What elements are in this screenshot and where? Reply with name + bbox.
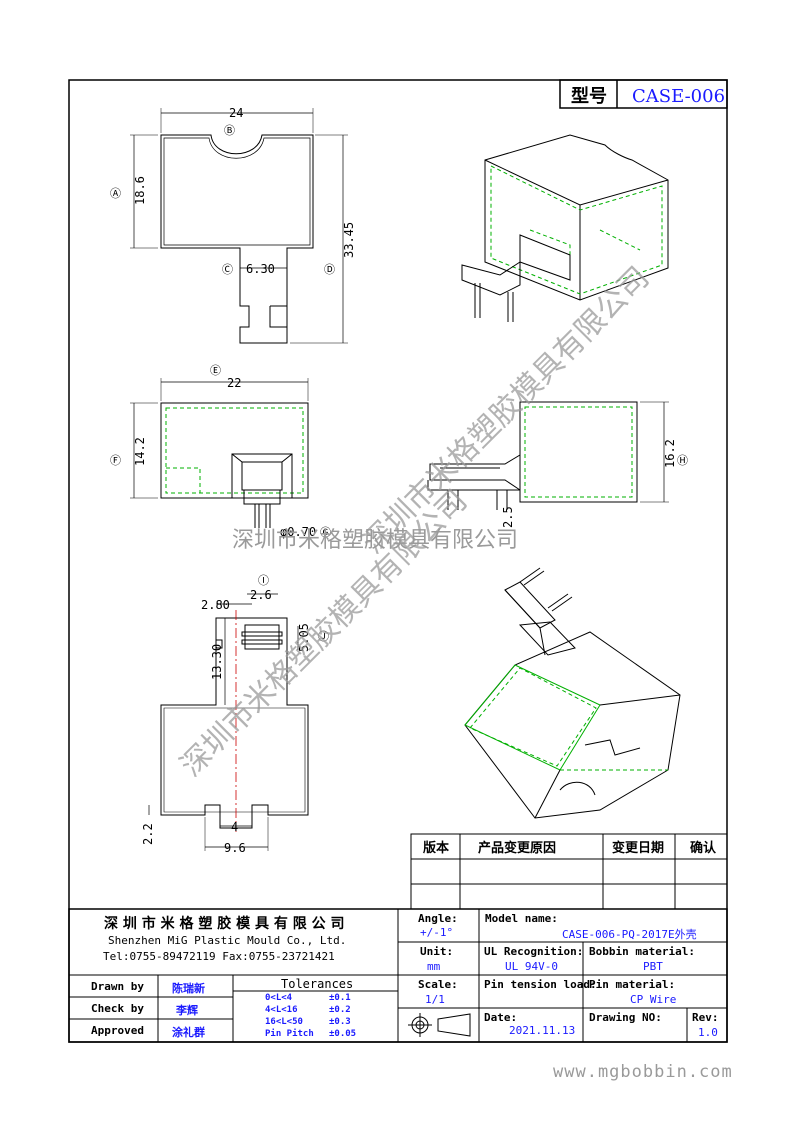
bobbin-label: Bobbin material: bbox=[589, 945, 695, 958]
callout-e: Ⓔ bbox=[210, 364, 221, 377]
rev-header-date: 变更日期 bbox=[612, 840, 664, 856]
iso-view-lower bbox=[464, 567, 681, 819]
dim-bot-4: 4 bbox=[231, 820, 238, 834]
tol-range-1: 0<L<4 bbox=[265, 993, 293, 1003]
rev-header-version: 版本 bbox=[423, 840, 449, 856]
angle-label: Angle: bbox=[418, 912, 458, 925]
tol-value-2: ±0.2 bbox=[329, 1005, 351, 1015]
callout-b: Ⓑ bbox=[224, 124, 235, 137]
rev-value: 1.0 bbox=[698, 1026, 718, 1039]
callout-g: Ⓖ bbox=[320, 526, 331, 539]
callout-i: Ⓘ bbox=[258, 574, 269, 587]
dim-pin-dia: φ0.70 bbox=[280, 525, 316, 539]
dim-top-width: 24 bbox=[229, 106, 243, 120]
scale-label: Scale: bbox=[418, 978, 458, 991]
check-by-name: 李辉 bbox=[176, 1004, 198, 1017]
tol-range-3: 16<L<50 bbox=[265, 1017, 303, 1027]
bobbin-value: PBT bbox=[643, 960, 663, 973]
ul-label: UL Recognition: bbox=[484, 945, 584, 958]
unit-value: mm bbox=[427, 960, 441, 973]
dim-front-height: 14.2 bbox=[133, 437, 147, 466]
unit-label: Unit: bbox=[420, 945, 454, 958]
dim-bot-22: 2.2 bbox=[141, 823, 155, 845]
website-link[interactable]: www.mgbobbin.com bbox=[553, 1062, 733, 1082]
watermark-horizontal: 深圳市米格塑胶模具有限公司 bbox=[232, 528, 518, 553]
callout-d: Ⓓ bbox=[324, 263, 335, 276]
tol-range-4: Pin Pitch bbox=[265, 1029, 314, 1039]
iso-view-upper bbox=[461, 134, 669, 322]
rev-header-reason: 产品变更原因 bbox=[478, 840, 556, 856]
dim-bot-280: 2.80 bbox=[201, 598, 230, 612]
callout-f: Ⓕ bbox=[110, 454, 121, 467]
drawing-no-label: Drawing NO: bbox=[589, 1011, 662, 1024]
tol-value-4: ±0.05 bbox=[329, 1029, 357, 1039]
tolerances-title: Tolerances bbox=[281, 977, 354, 991]
revision-table bbox=[410, 833, 728, 910]
dim-top-total: 33.45 bbox=[342, 222, 356, 258]
model-box bbox=[559, 79, 728, 109]
approved-label: Approved bbox=[91, 1024, 144, 1037]
callout-h: Ⓗ bbox=[677, 454, 688, 467]
angle-value: +/-1° bbox=[420, 926, 454, 939]
pin-tension-label: Pin tension load: bbox=[484, 978, 597, 991]
model-name-value: CASE-006-PQ-2017E外壳 bbox=[562, 928, 697, 941]
dim-bot-26: 2.6 bbox=[250, 588, 272, 602]
model-value: CASE-006 bbox=[632, 86, 725, 107]
rev-label: Rev: bbox=[692, 1011, 719, 1024]
check-by-label: Check by bbox=[91, 1002, 144, 1015]
drawn-by-label: Drawn by bbox=[91, 980, 144, 993]
front-view bbox=[130, 378, 309, 528]
drawn-by-name: 陈瑞新 bbox=[172, 982, 205, 995]
dim-top-height: 18.6 bbox=[133, 176, 147, 205]
model-label: 型号 bbox=[571, 85, 607, 107]
callout-a: Ⓐ bbox=[110, 187, 121, 200]
dim-pin-width: 6.30 bbox=[246, 262, 275, 276]
tol-value-3: ±0.3 bbox=[329, 1017, 351, 1027]
dim-bot-96: 9.6 bbox=[224, 841, 246, 855]
date-value: 2021.11.13 bbox=[509, 1024, 576, 1037]
scale-value: 1/1 bbox=[425, 993, 445, 1006]
company-name-en: Shenzhen MiG Plastic Mould Co., Ltd. bbox=[108, 934, 347, 947]
tol-value-1: ±0.1 bbox=[329, 993, 351, 1003]
rev-header-confirm: 确认 bbox=[690, 840, 717, 856]
callout-c: Ⓒ bbox=[222, 263, 233, 276]
pin-material-value: CP Wire bbox=[630, 993, 677, 1006]
top-view bbox=[130, 108, 348, 344]
side-view bbox=[427, 401, 669, 510]
model-name-label: Model name: bbox=[485, 912, 558, 925]
dim-bot-1330: 13.30 bbox=[210, 644, 224, 680]
ul-value: UL 94V-0 bbox=[505, 960, 558, 973]
dim-bot-505: 5.05 bbox=[297, 623, 311, 652]
company-contact: Tel:0755-89472119 Fax:0755-23721421 bbox=[103, 950, 335, 963]
title-block bbox=[68, 908, 728, 1043]
callout-j: Ⓙ bbox=[318, 630, 329, 643]
dim-side-pin: 2.5 bbox=[501, 506, 515, 528]
dim-front-width: 22 bbox=[227, 376, 241, 390]
bottom-view bbox=[148, 593, 309, 851]
pin-material-label: Pin material: bbox=[589, 978, 676, 991]
tol-range-2: 4<L<16 bbox=[265, 1005, 298, 1015]
dim-side-height: 16.2 bbox=[663, 439, 677, 468]
approved-name: 涂礼群 bbox=[172, 1026, 205, 1039]
company-name-cn: 深 圳 市 米 格 塑 胶 模 具 有 限 公 司 bbox=[104, 916, 345, 932]
date-label: Date: bbox=[484, 1011, 518, 1024]
